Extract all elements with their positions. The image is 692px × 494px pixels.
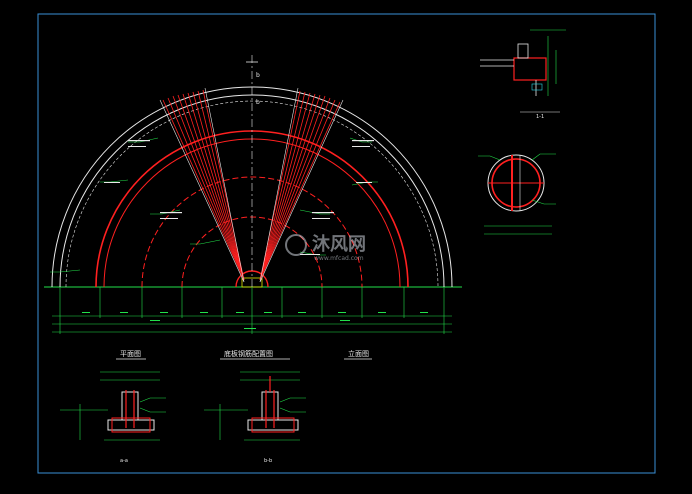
drawing-frame: [37, 13, 656, 474]
detail-section-top-right: 1-1: [480, 29, 566, 120]
left-rebar-fan: [162, 89, 245, 281]
axis-top-label: b: [256, 72, 260, 79]
watermark-url: www.mfcad.com: [314, 255, 364, 262]
watermark-text: 沐风网: [312, 233, 366, 255]
main-semicircle-plan: b b: [44, 55, 462, 334]
detail-circle-right: [478, 153, 556, 235]
section-bb-label: b-b: [264, 458, 272, 464]
dimension-ticks: [82, 312, 428, 329]
section-aa-label: a-a: [120, 458, 128, 464]
plan-left-title: 平面图: [120, 350, 141, 358]
plan-right-title: 立面图: [348, 349, 369, 358]
red-arc-3: [141, 176, 363, 288]
detail-section-bb: b-b: [204, 371, 306, 464]
outer-arc-2: [59, 94, 445, 288]
dimension-lines: [52, 287, 452, 334]
detail-section-aa: a-a: [60, 371, 166, 464]
watermark-logo-icon: [285, 234, 307, 256]
watermark: 沐风网 www.mfcad.com: [285, 233, 366, 262]
white-guides: [159, 87, 344, 283]
annotation-marks: [104, 140, 374, 255]
detail-top-label: 1-1: [536, 114, 544, 120]
outer-arc-3: [65, 100, 439, 288]
axis-mid-label: b: [256, 99, 260, 106]
right-rebar-fan: [259, 90, 341, 281]
rebar-title: 底板钢筋配置图: [224, 349, 273, 358]
